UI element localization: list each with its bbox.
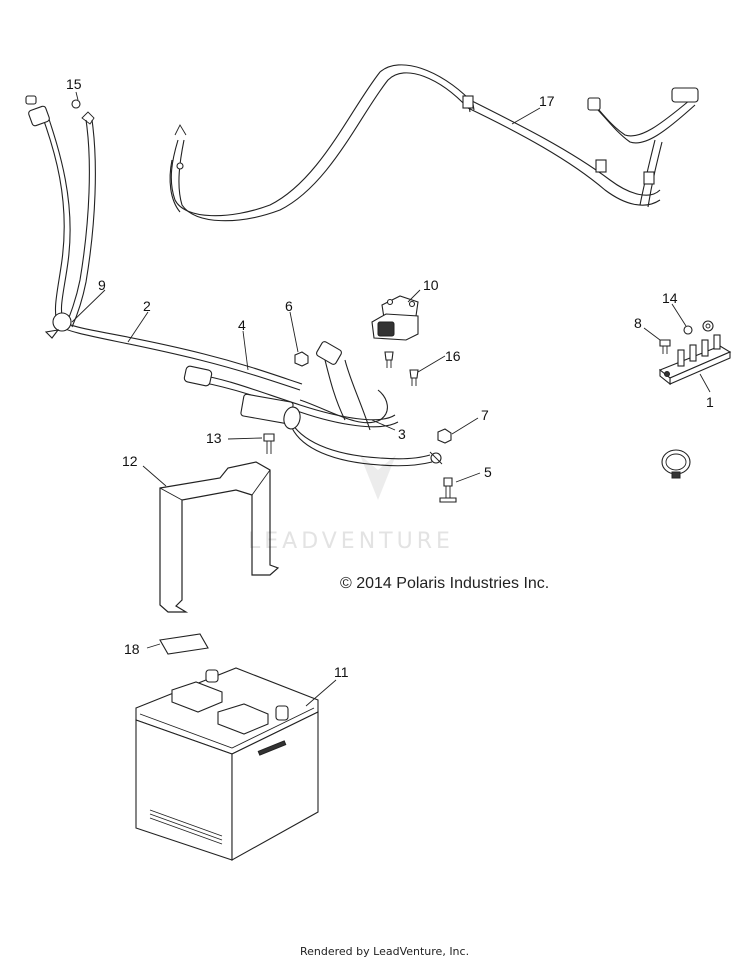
watermark: LEADVENTURE [248,455,454,554]
callout-3: 3 [398,426,406,442]
callout-13: 13 [206,430,222,446]
callout-17: 17 [539,93,555,109]
battery-11[interactable] [135,667,319,861]
callout-5: 5 [484,464,492,480]
callout-2: 2 [143,298,151,314]
harness-4[interactable] [183,341,443,467]
bracket-12[interactable] [159,461,280,613]
callout-8: 8 [634,315,642,331]
screw-8[interactable] [659,339,671,354]
callout-6: 6 [285,298,293,314]
callout-16: 16 [445,348,461,364]
bolt-13[interactable] [263,433,275,454]
solenoid-10[interactable] [371,295,419,341]
callout-18: 18 [124,641,140,657]
screw-16[interactable] [384,351,419,386]
callout-9: 9 [98,277,106,293]
footer-text: Rendered by LeadVenture, Inc. [300,945,469,958]
nut-6[interactable] [294,351,309,367]
callout-12: 12 [122,453,138,469]
battery-cable-2[interactable] [25,95,303,391]
callout-15: 15 [66,76,82,92]
pad-18[interactable] [159,633,209,655]
callout-1: 1 [706,394,714,410]
copyright-text: © 2014 Polaris Industries Inc. [340,575,549,592]
stud-5[interactable] [439,477,457,503]
callout-14: 14 [662,290,678,306]
callout-7: 7 [481,407,489,423]
terminal-block-1[interactable] [658,334,732,386]
hose-clamp[interactable] [661,449,691,479]
watermark-text: LEADVENTURE [248,529,454,554]
nut-7[interactable] [437,428,452,444]
callout-4: 4 [238,317,246,333]
nut-14[interactable] [683,320,714,335]
callout-10: 10 [423,277,439,293]
callout-11: 11 [334,664,349,680]
harness-17[interactable] [169,64,699,222]
callouts: 15 17 9 2 4 6 10 16 3 7 5 13 12 18 11 14… [66,76,714,680]
leader-lines [71,91,711,707]
